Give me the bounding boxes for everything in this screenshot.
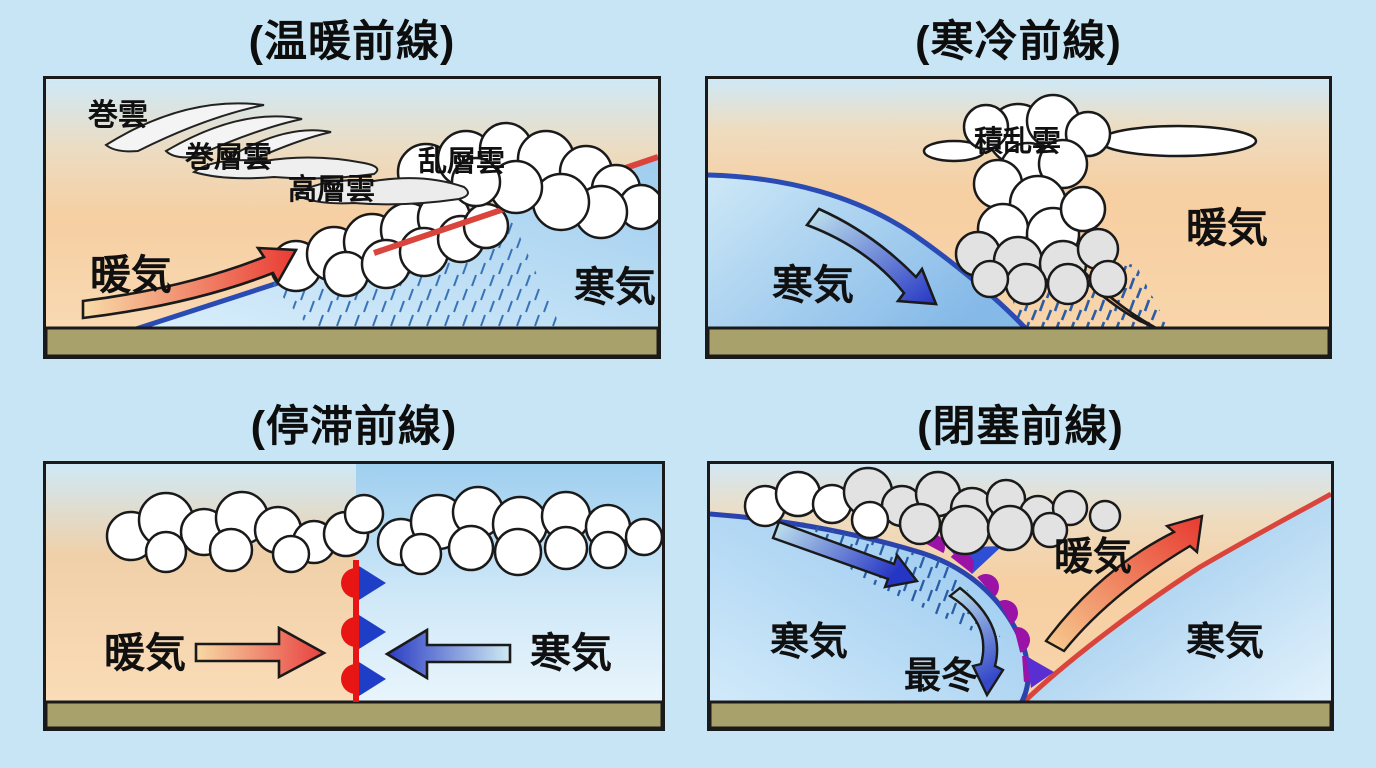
cold-air-arrow	[804, 207, 938, 306]
altostratus-cloud	[294, 177, 469, 206]
cirrus-cloud	[104, 102, 332, 165]
cold-air-label: 寒気	[530, 630, 612, 676]
cold-air-arrow-upper	[771, 520, 920, 589]
cold-front-drawing: 積乱雲 寒気 暖気	[708, 79, 1329, 356]
occluded-front-panel: 寒気 暖気 寒気 最冬	[707, 461, 1334, 731]
cold-air-mass-right	[1024, 494, 1331, 704]
cold-air-right-label: 寒気	[1186, 621, 1264, 664]
cumulonimbus-cloud	[922, 93, 1258, 306]
warm-air-arrow	[1044, 514, 1204, 653]
warm-sector	[46, 464, 356, 704]
cold-air-left-label: 寒気	[770, 621, 848, 664]
warm-air-label: 暖気	[104, 630, 186, 676]
stationary-front-panel: 暖気 寒気	[43, 461, 665, 731]
cold-air-label: 寒気	[772, 262, 854, 308]
cold-air-arrow-descending	[947, 586, 1005, 698]
cold-air-dome	[710, 514, 1029, 705]
warm-air-label: 暖気	[1186, 205, 1268, 251]
cloud-row	[105, 485, 662, 577]
cirrostratus-cloud	[191, 156, 379, 180]
ground	[710, 700, 1331, 728]
warm-front-title: (温暖前線)	[248, 18, 456, 66]
cold-front-panel: 積乱雲 寒気 暖気	[705, 76, 1332, 359]
altostratus-label: 高層雲	[288, 173, 375, 206]
ground	[708, 326, 1329, 356]
cold-front-title: (寒冷前線)	[915, 18, 1122, 66]
ground	[46, 700, 662, 728]
stationary-front-symbols	[341, 560, 386, 702]
cloud-row	[743, 466, 1122, 556]
warm-air-arrow	[194, 625, 327, 680]
warm-air-label: 暖気	[90, 252, 172, 298]
occluded-front-title: (閉塞前線)	[917, 403, 1124, 451]
ground	[46, 326, 658, 356]
warm-front-drawing: 巻雲 巻層雲 高層雲 乱層雲 暖気 寒気	[46, 79, 658, 356]
warm-front-line	[1022, 491, 1331, 704]
nimbostratus-cloud	[269, 190, 510, 298]
cirrus-label: 巻雲	[87, 99, 148, 132]
occluded-front-symbols	[920, 534, 1054, 688]
occluded-front-drawing: 寒気 暖気 寒気 最冬	[710, 464, 1331, 728]
warm-front-panel: 巻雲 巻層雲 高層雲 乱層雲 暖気 寒気	[43, 76, 661, 359]
warm-air-label: 暖気	[1054, 536, 1132, 579]
nimbostratus-label: 乱層雲	[418, 145, 505, 178]
stationary-front-title: (停滞前線)	[250, 403, 458, 451]
cold-front-surface	[708, 172, 1030, 333]
cumulonimbus-label: 積乱雲	[974, 125, 1061, 158]
cold-air-label: 寒気	[574, 264, 656, 310]
cold-air-arrow	[384, 627, 512, 681]
stationary-front-drawing: 暖気 寒気	[46, 464, 662, 728]
coldest-air-label: 最冬	[904, 655, 978, 696]
warm-air-arrow	[81, 246, 299, 320]
cirrostratus-label: 巻層雲	[185, 141, 272, 174]
